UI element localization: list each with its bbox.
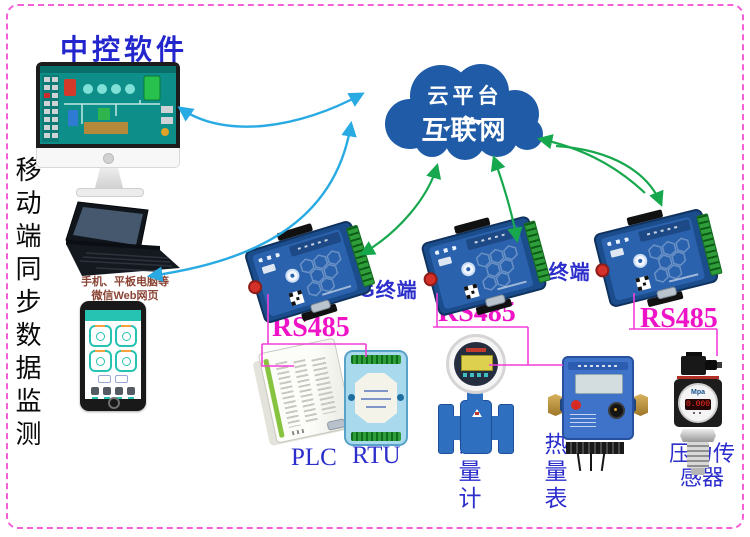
rtu-screw	[348, 394, 355, 401]
sensor-connector	[681, 356, 706, 375]
gauge-widget	[114, 325, 137, 347]
heat-meter-label: 热量表	[541, 432, 566, 513]
heat-meter-body	[562, 356, 634, 440]
phone-screen	[85, 310, 141, 399]
monitor-chin	[36, 148, 180, 168]
arrow-cloud-monitor	[177, 92, 365, 128]
sensor-thread	[687, 442, 709, 468]
pressure-readout: 0.000	[685, 399, 711, 410]
phone-gauge-grid	[85, 321, 141, 374]
sensor-hex-nut	[680, 429, 716, 442]
dtu-face	[428, 223, 534, 310]
scada-display	[40, 66, 176, 144]
led-indicators	[434, 245, 457, 256]
gauge-widget	[89, 350, 112, 372]
phone-buttons	[85, 375, 141, 383]
mobile-caption-line2: 微信Web网页	[91, 289, 159, 302]
dtu-terminal-3	[592, 207, 723, 309]
heat-meter-device	[548, 350, 648, 472]
rtu-screw	[397, 394, 404, 401]
phone-home-button	[108, 397, 120, 409]
cloud-internet	[375, 52, 555, 172]
rtu-terminal-strip-bottom	[351, 432, 401, 441]
phone-app-header	[85, 310, 141, 321]
flange	[498, 404, 514, 454]
heat-meter-button	[571, 400, 581, 410]
plc-device	[248, 334, 359, 453]
rs485-label-3: RS485	[640, 303, 718, 334]
dtu-face	[600, 216, 706, 301]
rtu-terminal-strip-top	[351, 355, 401, 364]
arrow-terminal3-to-cloud	[536, 134, 646, 194]
sensor-dial: Mpa 0.000	[678, 383, 718, 423]
cloud-label: 云平台 互联网	[395, 80, 535, 147]
flow-meter-lcd	[461, 355, 493, 371]
arrow-cloud-to-terminal3	[555, 144, 664, 207]
dtu-terminal-2	[420, 214, 551, 318]
pressure-sensor-device: Mpa 0.000	[666, 352, 732, 482]
laptop	[56, 198, 184, 283]
heat-meter-lcd	[575, 374, 623, 394]
rtu-device	[344, 350, 408, 446]
side-vertical-caption: 移动端同步数据监测	[12, 156, 41, 453]
cloud-label-line1: 云平台	[427, 85, 503, 108]
led-indicators	[606, 237, 630, 247]
arrow-cloud-terminal1	[359, 163, 442, 256]
pressure-unit-label: Mpa	[691, 389, 705, 396]
rtu-label: RTU	[352, 442, 401, 469]
gauge-widget	[89, 325, 112, 347]
dtu-face	[251, 228, 359, 317]
smartphone	[80, 301, 146, 411]
flow-meter-device	[436, 334, 514, 458]
monitor-base	[76, 188, 144, 197]
desktop-monitor	[36, 62, 180, 148]
cloud-label-line2: 互联网	[421, 115, 509, 145]
brass-fitting	[548, 394, 563, 416]
monitor-stand	[95, 168, 123, 188]
flow-meter-body	[460, 400, 492, 454]
plc-label: PLC	[291, 444, 337, 471]
brass-fitting	[633, 394, 648, 416]
gauge-widget	[114, 350, 137, 372]
phone-app-icons	[85, 383, 141, 399]
led-indicators	[258, 252, 281, 263]
dtu-terminal-1	[243, 219, 376, 325]
page-title: 中控软件	[60, 35, 189, 66]
flow-meter-head	[446, 334, 506, 394]
